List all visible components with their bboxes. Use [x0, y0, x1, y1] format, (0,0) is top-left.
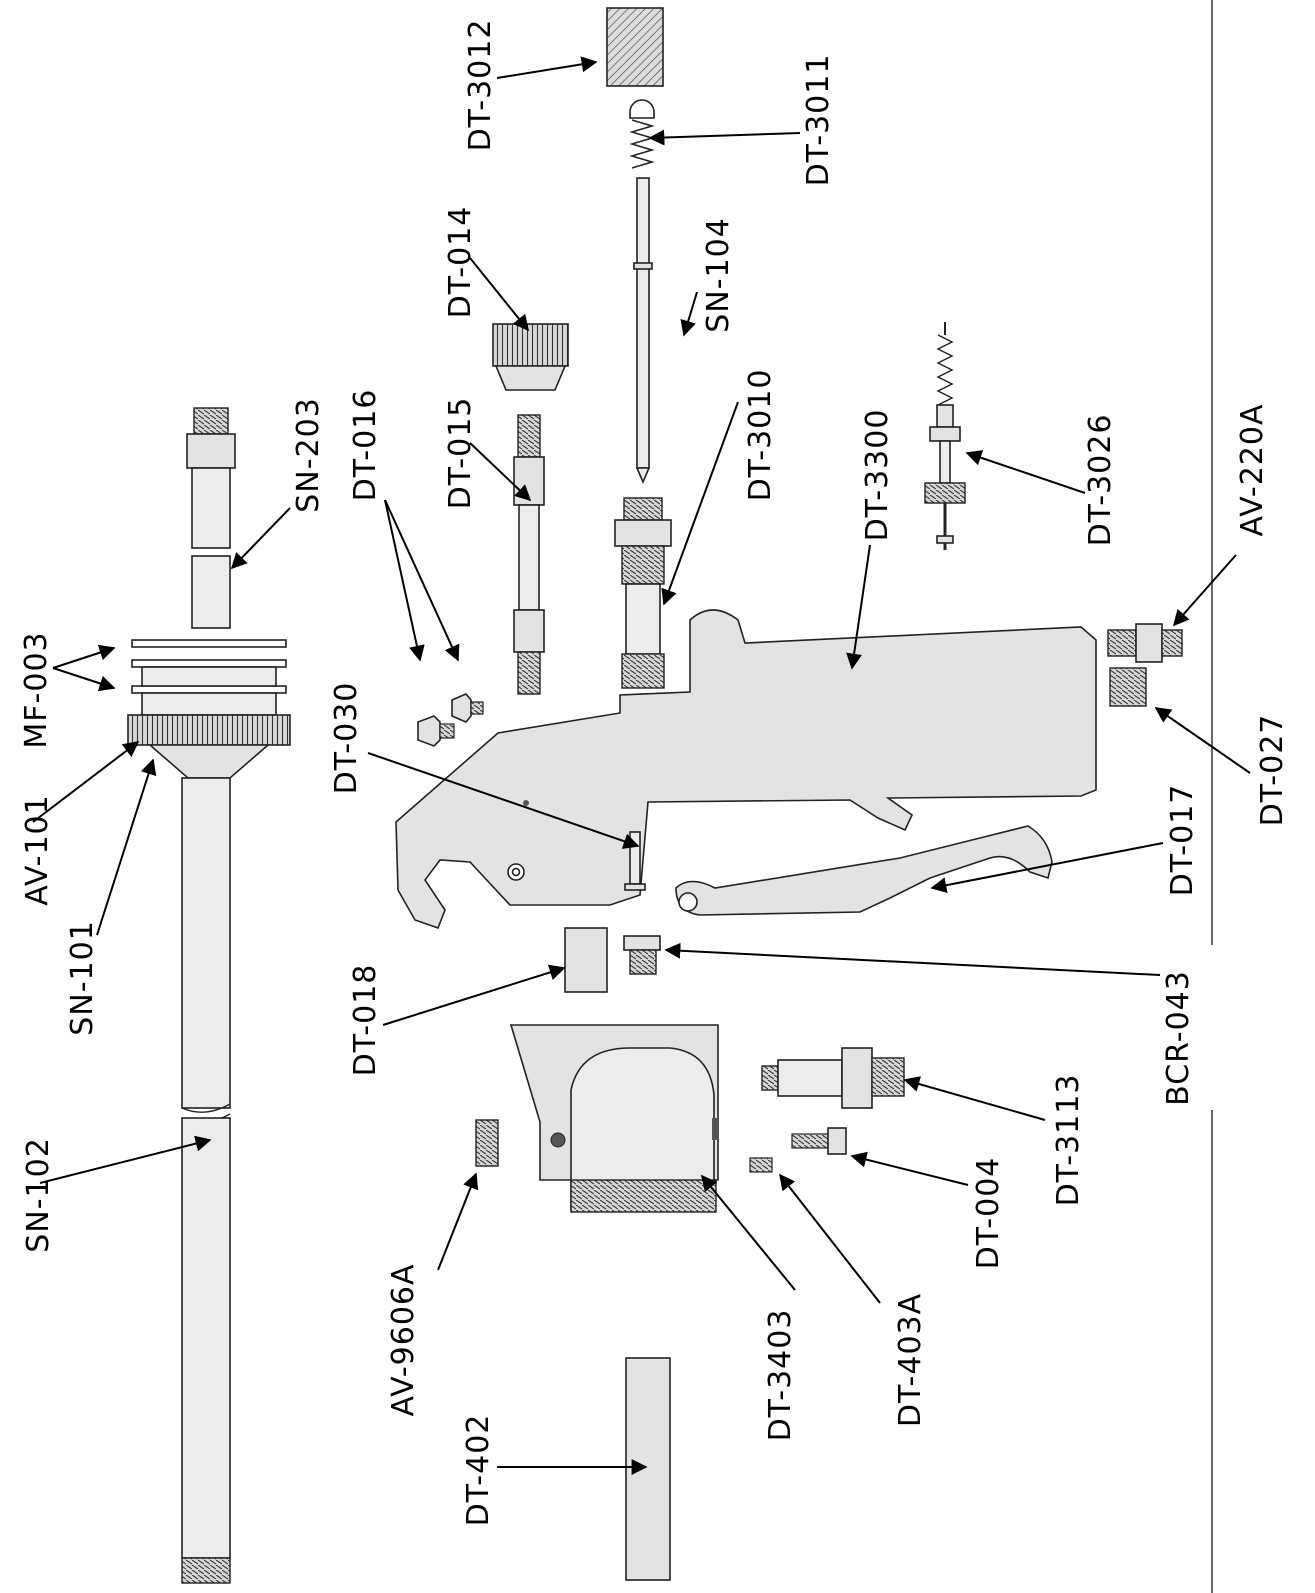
leader-dt3026	[965, 450, 1086, 494]
label-sn203: SN-203	[291, 397, 326, 513]
part-bcr043	[623, 935, 661, 975]
part-dt015	[513, 414, 545, 695]
label-dt014: DT-014	[443, 206, 478, 319]
leader-dt3113	[903, 1076, 1046, 1121]
part-dt018	[564, 927, 608, 993]
label-dt3012: DT-3012	[463, 19, 498, 152]
leader-dt016-b	[384, 499, 460, 662]
part-av9606a	[475, 1119, 499, 1167]
trigger-pivot-hole	[678, 892, 698, 912]
leader-dt3012	[496, 56, 598, 79]
part-dt027	[1109, 667, 1147, 707]
label-sn102: SN-102	[21, 1137, 56, 1253]
part-dt030	[624, 831, 646, 891]
label-dt015: DT-015	[443, 397, 478, 510]
label-dt3026: DT-3026	[1083, 414, 1118, 547]
leader-sn101	[96, 758, 157, 936]
label-sn101: SN-101	[65, 920, 100, 1036]
part-dt017	[675, 825, 1053, 916]
part-sn203	[186, 407, 236, 629]
leader-sn104	[680, 291, 698, 337]
label-dt027: DT-027	[1255, 714, 1290, 827]
label-dt3300: DT-3300	[860, 409, 895, 542]
leader-dt030	[367, 752, 640, 849]
leader-dt3300	[846, 544, 871, 670]
leader-dt017	[930, 842, 1164, 894]
leader-bcr043	[664, 942, 1161, 976]
leader-dt3011	[648, 129, 801, 146]
label-dt016: DT-016	[348, 389, 383, 502]
part-dt3010	[614, 497, 672, 689]
part-dt3300	[395, 609, 1097, 930]
part-mf003	[131, 639, 287, 716]
part-dt3403	[509, 1024, 719, 1213]
leader-sn203	[230, 507, 291, 570]
label-dt004: DT-004	[971, 1157, 1006, 1270]
leader-dt015	[469, 442, 532, 502]
part-dt014	[492, 323, 569, 391]
leader-dt3010	[661, 401, 739, 606]
part-sn101	[147, 744, 271, 779]
label-dt3010: DT-3010	[743, 369, 778, 502]
part-dt402	[625, 1357, 671, 1581]
label-dt3403: DT-3403	[763, 1309, 798, 1442]
label-dt018: DT-018	[348, 964, 383, 1077]
part-sn102	[181, 777, 231, 1584]
label-av9606a: AV-9606A	[386, 1263, 421, 1416]
leader-dt3403	[700, 1174, 796, 1291]
part-av101	[127, 714, 291, 746]
label-dt017: DT-017	[1165, 784, 1200, 897]
label-dt030: DT-030	[329, 682, 364, 795]
label-av220a: AV-220A	[1235, 404, 1270, 537]
leader-sn102	[39, 1135, 212, 1184]
part-dt403a	[749, 1157, 773, 1173]
label-bcr043: BCR-043	[1161, 970, 1196, 1106]
leader-mf003-b	[52, 667, 116, 692]
part-dt3012	[606, 7, 664, 87]
part-dt004	[791, 1127, 847, 1155]
leader-dt004	[850, 1151, 969, 1186]
leader-av101	[32, 741, 140, 823]
label-av101: AV-101	[20, 794, 55, 905]
part-dt016	[417, 693, 484, 747]
leader-mf003-a	[52, 644, 116, 669]
part-dt3113	[761, 1047, 905, 1109]
label-mf003: MF-003	[19, 631, 54, 748]
part-dt3011	[629, 99, 655, 169]
label-dt3011: DT-3011	[801, 54, 836, 187]
label-dt402: DT-402	[461, 1414, 496, 1527]
part-av220a	[1107, 623, 1183, 663]
label-dt403a: DT-403A	[893, 1293, 928, 1427]
part-dt3026	[924, 322, 966, 550]
label-sn104: SN-104	[701, 217, 736, 333]
leader-dt403a	[779, 1173, 881, 1304]
leader-av9606a	[437, 1172, 479, 1271]
label-dt3113: DT-3113	[1051, 1074, 1086, 1207]
leader-dt014	[469, 257, 530, 332]
leader-av220a	[1172, 554, 1237, 627]
leader-dt027	[1154, 707, 1251, 774]
leader-dt018	[382, 964, 566, 1026]
leader-dt016-a	[384, 499, 425, 662]
part-sn104	[633, 177, 653, 485]
